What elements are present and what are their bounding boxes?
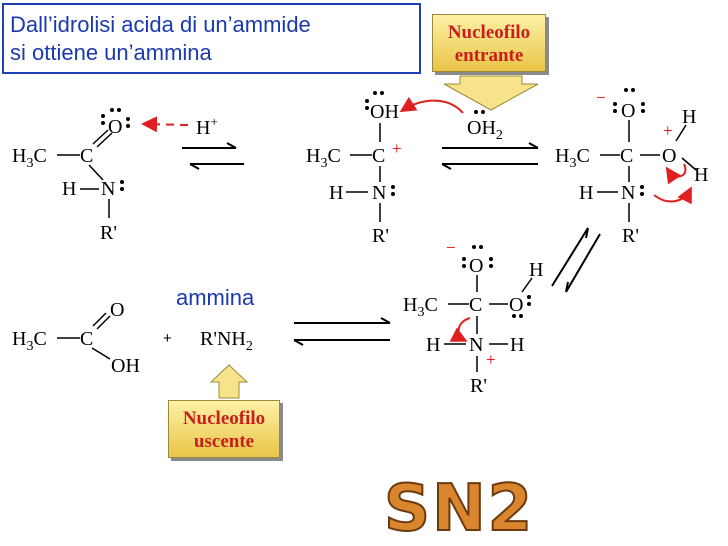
amide-carbon: C [80, 145, 93, 167]
oxonium-bond-h2 [681, 157, 697, 171]
proton-h: H+ [196, 114, 218, 139]
incoming-callout-arrow [443, 75, 539, 111]
oxonium-h1: H [682, 106, 696, 128]
amide-lone-pairs [101, 108, 130, 191]
elimination-arrow [449, 317, 471, 342]
amide-n-hydrogen: H [62, 178, 76, 200]
leaving-callout-line-2: uscente [193, 431, 255, 452]
nprot-r-group: R' [470, 375, 487, 397]
protonated-oh: OH [370, 101, 399, 123]
protonated-n-hydrogen: H [329, 182, 343, 204]
protonated-ch3-label: H3C [306, 145, 341, 171]
amide-r-group: R' [100, 222, 117, 244]
nprot-oxygen-top: O [469, 255, 483, 277]
molecule-n-protonated: H3C C O − O H N + H H R' [403, 238, 543, 397]
carbocation-charge: + [392, 139, 402, 158]
tetrahedral-oxygen-top: O [621, 100, 635, 122]
amide-nitrogen: N [101, 178, 115, 200]
tetrahedral-oxide-charge: − [596, 88, 606, 107]
nprot-oxide-charge: − [446, 238, 456, 257]
amine-product: R'NH2 [200, 328, 253, 354]
leaving-callout-arrow [209, 364, 249, 399]
tetrahedral-n-hydrogen: H [579, 182, 593, 204]
amide-bond-cn [88, 164, 104, 181]
amide-oxygen: O [108, 116, 122, 138]
leaving-callout-line-1: Nucleofilo [182, 408, 266, 429]
tetrahedral-ch3-label: H3C [555, 145, 590, 171]
oxonium-charge: + [663, 121, 673, 140]
nprot-bond-oh [521, 277, 533, 293]
proton-transfer-arrow-o [665, 163, 687, 185]
nprot-n-hydrogen-left: H [426, 334, 440, 356]
title-line-2: si ottiene un’ammina [10, 40, 212, 65]
nprot-o-hydrogen: H [529, 259, 543, 281]
molecule-tetrahedral: H3C C O − O + H H N H R' [555, 88, 708, 247]
equilibrium-arrows-diagonal [551, 227, 601, 293]
protonated-r-group: R' [372, 225, 389, 247]
protonated-nitrogen: N [372, 182, 386, 204]
acid-ch3-label: H3C [12, 328, 47, 354]
equilibrium-arrows-3 [293, 317, 391, 346]
amide-bond-co-1 [92, 129, 109, 145]
protonated-lone-pairs [365, 91, 485, 196]
incoming-callout-line-2: entrante [454, 45, 524, 66]
nprot-ch3-label: H3C [403, 294, 438, 320]
ammonium-charge: + [486, 350, 496, 369]
protonated-carbon: C [372, 145, 385, 167]
protonation-arrow [141, 116, 189, 133]
acid-carbon: C [80, 328, 93, 350]
proton-transfer-arrow-n [653, 186, 692, 205]
title-line-1: Dall’idrolisi acida di un’ammide [10, 12, 311, 37]
tetrahedral-oxygen-right: O [662, 145, 676, 167]
nprot-nitrogen: N [469, 334, 483, 356]
nprot-oxygen-right: O [509, 294, 523, 316]
nprot-lone-pairs [462, 245, 531, 318]
title-box: Dall’idrolisi acida di un’ammide si otti… [2, 3, 421, 74]
equilibrium-arrows-1 [182, 142, 244, 170]
acid-hydroxyl: OH [111, 355, 140, 377]
incoming-callout-line-1: Nucleofilo [447, 22, 531, 43]
product-plus: + [163, 330, 172, 347]
nprot-carbon: C [469, 294, 482, 316]
leaving-nucleophile-callout: Nucleofilo uscente [168, 400, 280, 458]
tetrahedral-carbon: C [620, 145, 633, 167]
oxonium-h2: H [694, 164, 708, 186]
amine-label: ammina [176, 285, 255, 310]
acid-carbonyl-oxygen: O [110, 299, 124, 321]
water-attack-arrow [399, 96, 464, 114]
products: H3C C O OH + R'NH2 ammina [12, 285, 255, 377]
acid-bond-co-2 [96, 315, 111, 330]
molecule-amide: H3C C O N H R' H+ [12, 108, 218, 244]
oxonium-bond-h1 [675, 124, 687, 142]
acid-bond-co-1 [92, 312, 107, 327]
nprot-n-hydrogen-right: H [510, 334, 524, 356]
tetrahedral-r-group: R' [622, 225, 639, 247]
acid-bond-c-oh [91, 347, 111, 360]
tetrahedral-lone-pairs [613, 88, 645, 196]
water-molecule: OH2 [467, 117, 503, 143]
equilibrium-arrows-2 [441, 142, 539, 170]
molecule-protonated: H3C C + OH N H R' OH2 [306, 91, 503, 247]
amide-ch3-label: H3C [12, 145, 47, 171]
amide-bond-co-2 [96, 132, 113, 148]
sn2-label: SN2 [384, 472, 534, 546]
incoming-nucleophile-callout: Nucleofilo entrante [432, 14, 546, 72]
tetrahedral-nitrogen: N [621, 182, 635, 204]
